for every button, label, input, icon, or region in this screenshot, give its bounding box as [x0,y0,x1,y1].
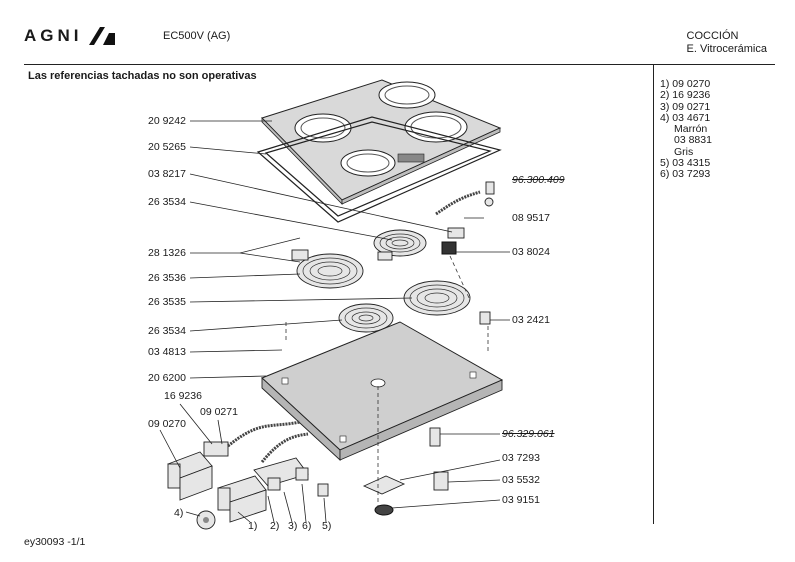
heating-element-front-right [403,280,471,316]
callout-label: 09 0270 [148,418,186,430]
foot-part [374,504,394,516]
callout-label: 03 2421 [512,314,550,326]
callout-leader-lines [159,120,510,523]
callout-label: 03 5532 [502,474,540,486]
reference-item: 1) 09 0270 [660,78,711,90]
callout-label: 26 3534 [148,196,186,208]
category-line-2: E. Vitrocerámica [686,43,768,55]
callout-label: 20 5265 [148,141,186,153]
gasket-frame [256,116,502,223]
reference-item: 6) 03 7293 [660,168,711,181]
callout-label: 09 0271 [200,406,238,418]
category-label: COCCIÓN E. Vitrocerámica [687,30,768,56]
obsolete-callout-label: 96.329.061 [502,428,555,440]
callout-number: 6) [302,520,312,532]
reference-item: 2) 16 9236 [660,89,711,102]
obsolete-callout-label: 96.300.409 [512,174,565,186]
heating-element-rear-right [373,229,427,261]
callout-label: 16 9236 [164,390,202,402]
heating-element-rear-left [291,249,364,289]
callout-number: 3) [288,520,298,532]
glass-ceramic-top [261,79,502,205]
callout-label: 08 9517 [512,212,550,224]
callout-label: 03 8024 [512,246,550,258]
brand-name: AGNI [24,26,83,45]
callout-label: 26 3536 [148,272,186,284]
callout-label: 03 7293 [502,452,540,464]
reference-item: 3) 09 0271 [660,100,711,113]
brand-logo: AGNI [24,26,115,46]
model-code: EC500V (AG) [163,30,231,42]
cover-part [433,471,449,491]
assembly-guide-lines [285,255,489,508]
callout-label: 28 1326 [148,247,186,259]
reference-item: 5) 03 4315 [660,157,711,170]
callout-label: 03 9151 [502,494,540,506]
obsolete-references-note: Las referencias tachadas no son operativ… [28,70,257,82]
wiring-harness [227,190,481,463]
callout-number: 4) [174,507,184,519]
callout-number: 5) [322,520,332,532]
callout-label: 26 3535 [148,296,186,308]
pilot-lamp [479,311,491,325]
terminal-block [441,227,465,255]
column-divider [653,64,654,524]
callout-label: 20 9242 [148,115,186,127]
reference-subitem: Marrón [674,123,708,136]
callout-label: 03 8217 [148,168,186,180]
thermostat-probe [484,181,495,207]
switch-brackets [167,441,329,523]
header-divider [24,64,775,65]
reference-list: 1) 09 0270 2) 16 9236 3) 09 0271 4) 03 4… [660,78,712,181]
clip-part [429,427,441,447]
reference-subitem: 03 8831 [674,134,712,147]
base-tray [261,321,504,462]
bracket-part [362,475,406,495]
callout-number: 1) [248,520,258,532]
category-line-1: COCCIÓN [686,30,739,42]
callout-label: 03 4813 [148,346,186,358]
heating-element-front-left [338,303,394,333]
document-id: ey30093 -1/1 [24,536,86,548]
callout-number: 2) [270,520,280,532]
callout-label: 20 6200 [148,372,186,384]
reference-item: 4) 03 4671 [660,111,711,124]
callout-label: 26 3534 [148,325,186,337]
control-knob [196,510,216,530]
brand-mark-icon [88,27,115,45]
reference-subitem: Gris [674,145,694,158]
